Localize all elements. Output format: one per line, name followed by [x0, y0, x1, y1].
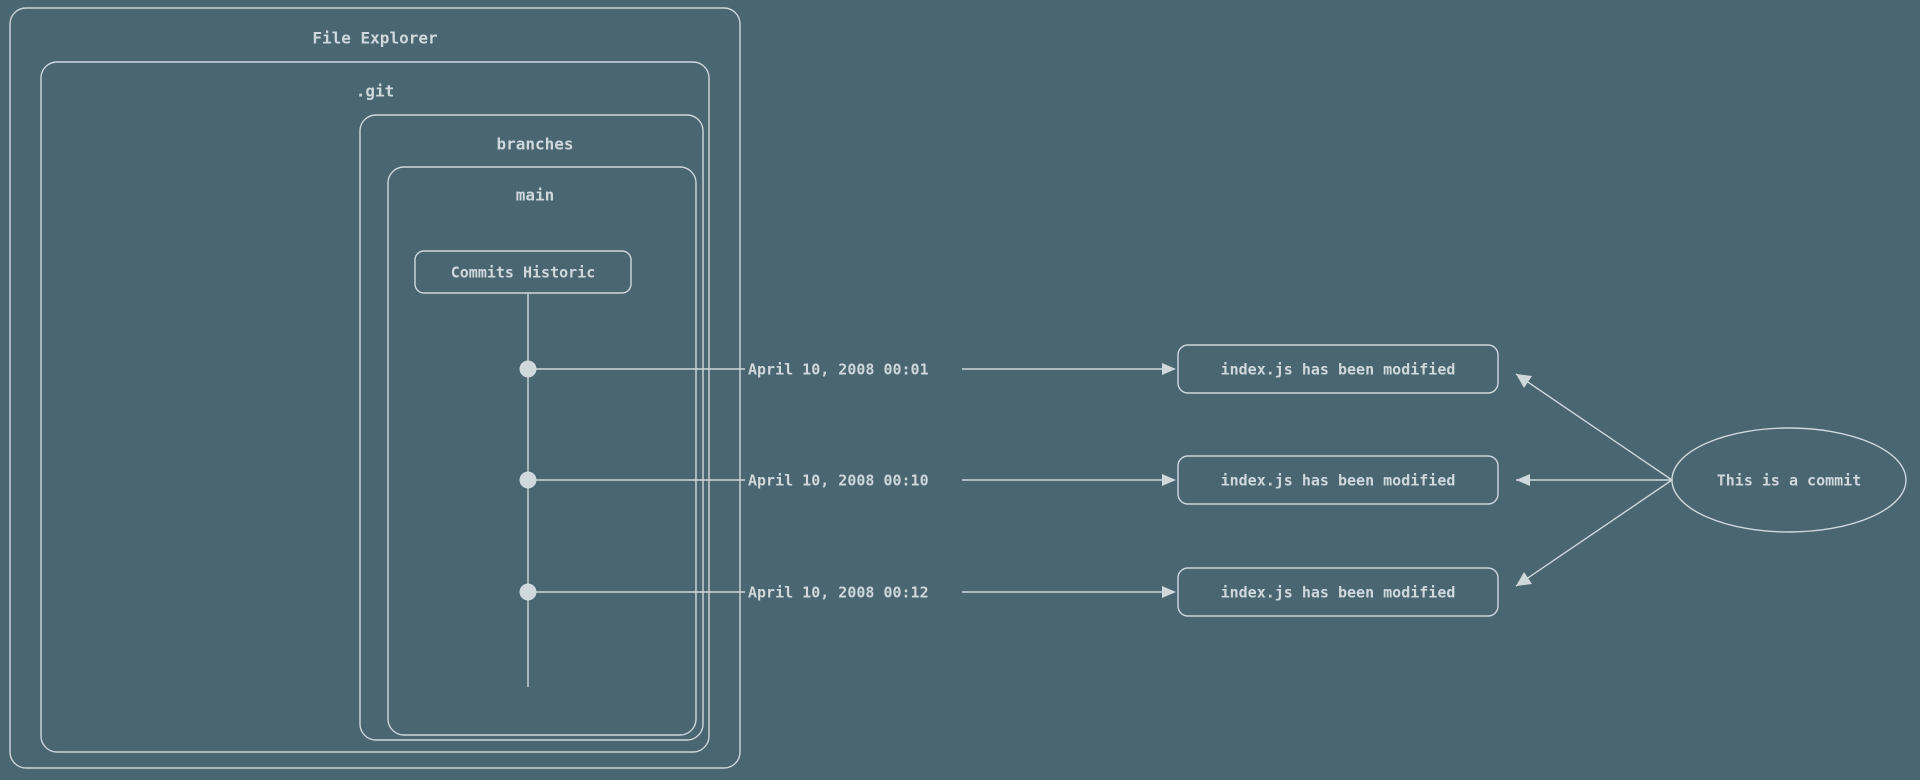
arrow-head-icon-2: [1162, 474, 1176, 486]
node-annotation-commit[interactable]: This is a commit: [1671, 427, 1907, 533]
cluster-file-explorer-label: File Explorer: [312, 29, 437, 48]
commit-dot-2[interactable]: [519, 471, 537, 489]
node-message-2-rect[interactable]: [1177, 455, 1499, 505]
node-annotation-commit-label: This is a commit: [1717, 472, 1862, 490]
commit-date-label-1: April 10, 2008 00:01: [748, 361, 929, 379]
cluster-branches-label: branches: [496, 135, 573, 154]
annotation-arrow-head-icon-3: [1516, 572, 1532, 586]
cluster-file-explorer-rect: [9, 7, 741, 769]
node-message-1-label: index.js has been modified: [1221, 361, 1456, 379]
cluster-main: main: [387, 166, 697, 736]
annotation-arrow-head-icon-1: [1516, 374, 1532, 388]
cluster-file-explorer: File Explorer: [9, 7, 741, 769]
cluster-main-rect: [387, 166, 697, 736]
cluster-main-label: main: [516, 186, 555, 205]
commit-row-2: April 10, 2008 00:10: [519, 471, 1176, 490]
commit-row-1: April 10, 2008 00:01: [519, 360, 1176, 379]
commit-dot-3[interactable]: [519, 583, 537, 601]
node-message-3[interactable]: index.js has been modified: [1177, 567, 1499, 617]
cluster-git-label: .git: [356, 82, 395, 101]
commit-row-3: April 10, 2008 00:12: [519, 583, 1176, 602]
node-message-2[interactable]: index.js has been modified: [1177, 455, 1499, 505]
arrow-head-icon-1: [1162, 363, 1176, 375]
node-message-3-label: index.js has been modified: [1221, 584, 1456, 602]
node-commits-historic-rect[interactable]: [414, 250, 632, 294]
cluster-branches-rect: [359, 114, 704, 741]
node-commits-historic-label: Commits Historic: [451, 264, 596, 282]
annotation-edges: [1515, 373, 1673, 587]
node-message-2-label: index.js has been modified: [1221, 472, 1456, 490]
annotation-edge-1: [1515, 373, 1673, 481]
cluster-git-rect: [40, 61, 710, 753]
commit-dot-1[interactable]: [519, 360, 537, 378]
node-message-1-rect[interactable]: [1177, 344, 1499, 394]
arrow-head-icon-3: [1162, 586, 1176, 598]
annotation-edge-3: [1515, 479, 1673, 587]
commit-date-label-2: April 10, 2008 00:10: [748, 472, 929, 490]
node-annotation-commit-ellipse[interactable]: [1671, 427, 1907, 533]
annotation-arrow-head-icon-2: [1516, 474, 1530, 486]
cluster-git: .git: [40, 61, 710, 753]
node-message-3-rect[interactable]: [1177, 567, 1499, 617]
node-message-1[interactable]: index.js has been modified: [1177, 344, 1499, 394]
node-commits-historic[interactable]: Commits Historic: [414, 250, 632, 294]
cluster-branches: branches: [359, 114, 704, 741]
commit-date-label-3: April 10, 2008 00:12: [748, 584, 929, 602]
